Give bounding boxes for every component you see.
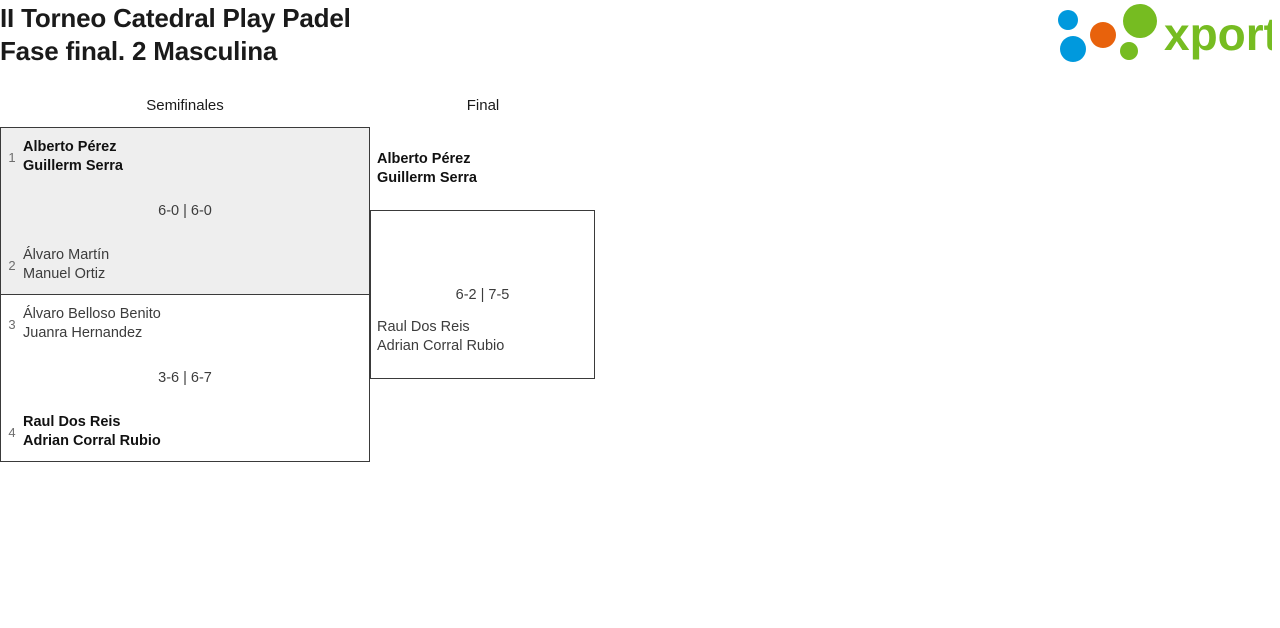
match-semifinal-1[interactable]: 1 Alberto Pérez Guillerm Serra 6-0 | 6-0… [0, 127, 370, 295]
logo-dot-blue-small [1058, 10, 1078, 30]
match-score: 3-6 | 6-7 [158, 370, 212, 386]
seed-number: 1 [8, 149, 16, 165]
competitor-names: Alberto Pérez Guillerm Serra [377, 150, 477, 188]
page-subtitle: Fase final. 2 Masculina [0, 36, 278, 66]
final-competitor-top[interactable]: Alberto Pérez Guillerm Serra [377, 150, 477, 188]
player-name: Adrian Corral Rubio [23, 433, 161, 449]
player-name: Alberto Pérez [377, 151, 471, 167]
seed-number: 2 [8, 257, 16, 273]
competitor-names: Raul Dos Reis Adrian Corral Rubio [377, 318, 504, 356]
round-header-semifinals: Semifinales [146, 97, 224, 114]
competitor-names: Alberto Pérez Guillerm Serra [23, 138, 123, 176]
seed-number: 4 [8, 424, 16, 440]
logo-dot-blue-large [1060, 36, 1086, 62]
logo-dot-green-large [1123, 4, 1157, 38]
player-name: Álvaro Martín [23, 247, 110, 263]
player-name: Guillerm Serra [377, 170, 477, 186]
player-name: Raul Dos Reis [23, 414, 121, 430]
player-name: Juanra Hernandez [23, 325, 143, 341]
match-score: 6-0 | 6-0 [158, 203, 212, 219]
player-name: Álvaro Belloso Benito [23, 306, 161, 322]
page-title: II Torneo Catedral Play Padel [0, 3, 351, 33]
seed-number: 3 [8, 316, 16, 332]
round-header-final: Final [466, 97, 500, 114]
competitor-names: Raul Dos Reis Adrian Corral Rubio [23, 413, 161, 451]
player-name: Alberto Pérez [23, 139, 117, 155]
player-name: Manuel Ortiz [23, 266, 106, 282]
match-competitor-top[interactable]: 1 Alberto Pérez Guillerm Serra [1, 138, 123, 176]
competitor-names: Álvaro Martín Manuel Ortiz [23, 246, 109, 284]
match-semifinal-2[interactable]: 3 Álvaro Belloso Benito Juanra Hernandez… [0, 294, 370, 462]
match-competitor-bottom[interactable]: 4 Raul Dos Reis Adrian Corral Rubio [1, 413, 161, 451]
match-competitor-top[interactable]: 3 Álvaro Belloso Benito Juanra Hernandez [1, 305, 161, 343]
match-final[interactable]: 6-2 | 7-5 [370, 210, 595, 379]
match-score: 6-2 | 7-5 [455, 286, 510, 303]
logo-wordmark: xporty [1164, 8, 1272, 60]
xporty-logo[interactable]: xporty [1050, 4, 1272, 62]
competitor-names: Álvaro Belloso Benito Juanra Hernandez [23, 305, 161, 343]
logo-dot-orange [1090, 22, 1116, 48]
tournament-header: II Torneo Catedral Play Padel Fase final… [0, 0, 1280, 80]
match-competitor-bottom[interactable]: 2 Álvaro Martín Manuel Ortiz [1, 246, 109, 284]
player-name: Raul Dos Reis [377, 319, 470, 335]
player-name: Adrian Corral Rubio [377, 338, 505, 354]
player-name: Guillerm Serra [23, 158, 123, 174]
logo-dot-green-small [1120, 42, 1138, 60]
final-competitor-bottom[interactable]: Raul Dos Reis Adrian Corral Rubio [377, 318, 504, 356]
